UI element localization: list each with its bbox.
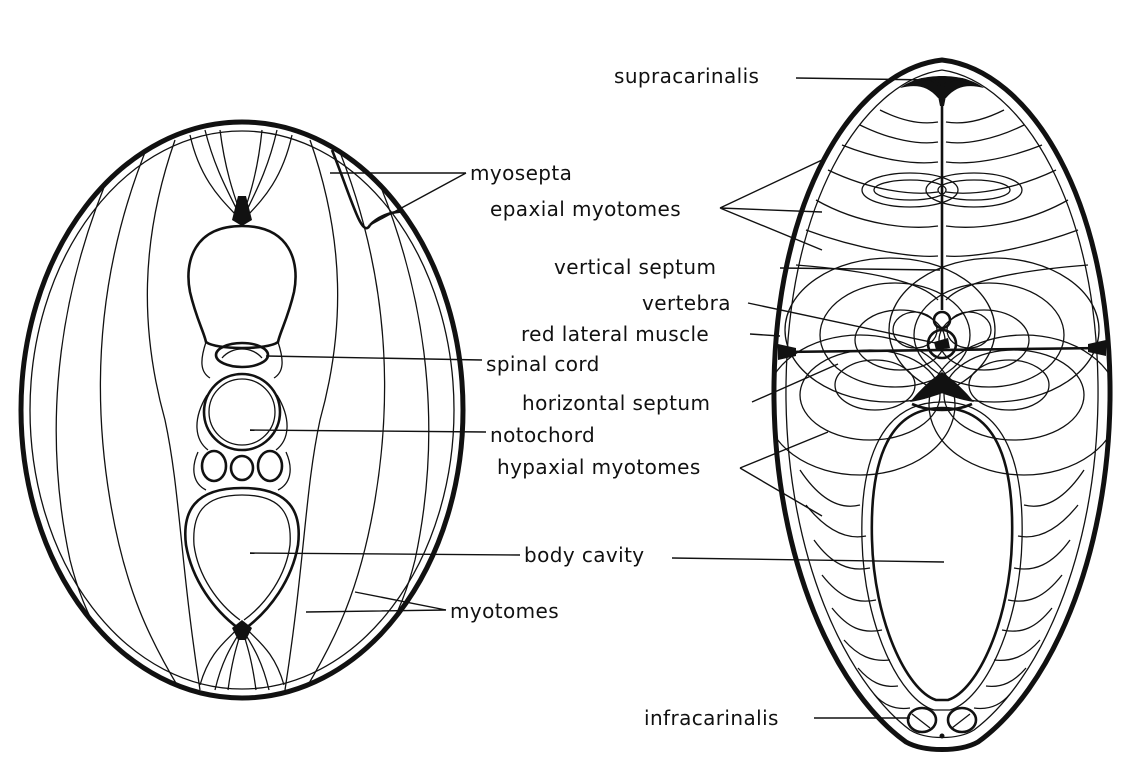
leader-notochord: [249, 429, 487, 433]
label-horizontal-septum: horizontal septum: [522, 391, 710, 415]
left-cross-section: [18, 119, 466, 701]
label-myosepta: myosepta: [470, 161, 572, 185]
label-vertebra: vertebra: [642, 291, 731, 315]
right-cross-section: [771, 57, 1113, 752]
kidney-lobe-left: [200, 449, 228, 483]
label-spinal-cord: spinal cord: [486, 352, 600, 376]
infracarinalis-shape: [906, 706, 978, 739]
leader-supracarinalis: [795, 77, 933, 81]
leader-red-lateral: [749, 333, 781, 337]
leader-myosepta: [330, 172, 467, 226]
kidney-lobe-center: [229, 454, 255, 482]
left-body-cavity-shape: [184, 486, 300, 630]
leader-horizontal-septum: [751, 363, 839, 403]
label-vertical-septum: vertical septum: [554, 255, 716, 279]
label-body-cavity: body cavity: [524, 543, 645, 567]
spinal-cord-shape: [214, 341, 270, 369]
right-body-outline: [771, 57, 1113, 752]
horizontal-septum-line: [781, 346, 1103, 354]
label-epaxial-myotomes: epaxial myotomes: [490, 197, 681, 221]
label-hypaxial-myotomes: hypaxial myotomes: [497, 455, 701, 479]
right-body-cavity-shape: [870, 406, 1014, 702]
supracarinalis-dark: [900, 76, 984, 98]
label-infracarinalis: infracarinalis: [644, 706, 779, 730]
leader-vertical-septum: [779, 267, 941, 271]
label-red-lateral-muscle: red lateral muscle: [521, 322, 709, 346]
red-lateral-muscle-right: [1088, 340, 1106, 356]
left-skin-inner-outline: [29, 130, 455, 690]
leader-epaxial: [719, 159, 823, 251]
label-myotomes: myotomes: [450, 599, 559, 623]
notochord-shape: [202, 372, 282, 452]
kidney-lobe-right: [256, 449, 284, 483]
hypaxial-myotome-lines: [773, 334, 1111, 710]
left-ventral-septum-dark: [232, 620, 252, 640]
leader-hypaxial: [739, 431, 829, 517]
vertebra-neural-arch: [932, 310, 952, 330]
leader-right-body-cavity: [671, 557, 945, 563]
neural-canal-region: [187, 224, 297, 350]
leader-vertebra: [747, 302, 941, 345]
right-dorsal-aorta-dark: [910, 372, 974, 402]
leader-lines: [249, 77, 945, 719]
vertebra-centrum: [926, 328, 958, 360]
label-supracarinalis: supracarinalis: [614, 64, 759, 88]
left-body-outline: [18, 119, 466, 701]
leader-myotomes: [305, 591, 447, 613]
leader-spinal-cord: [265, 355, 483, 361]
label-notochord: notochord: [490, 423, 595, 447]
labels: myosepta spinal cord notochord body cavi…: [450, 64, 779, 730]
epaxial-myotome-lines: [784, 109, 1100, 403]
left-dorsal-septum-dark: [232, 196, 252, 226]
leader-body-cavity: [249, 552, 521, 556]
spinal-cord-inner: [221, 348, 263, 359]
